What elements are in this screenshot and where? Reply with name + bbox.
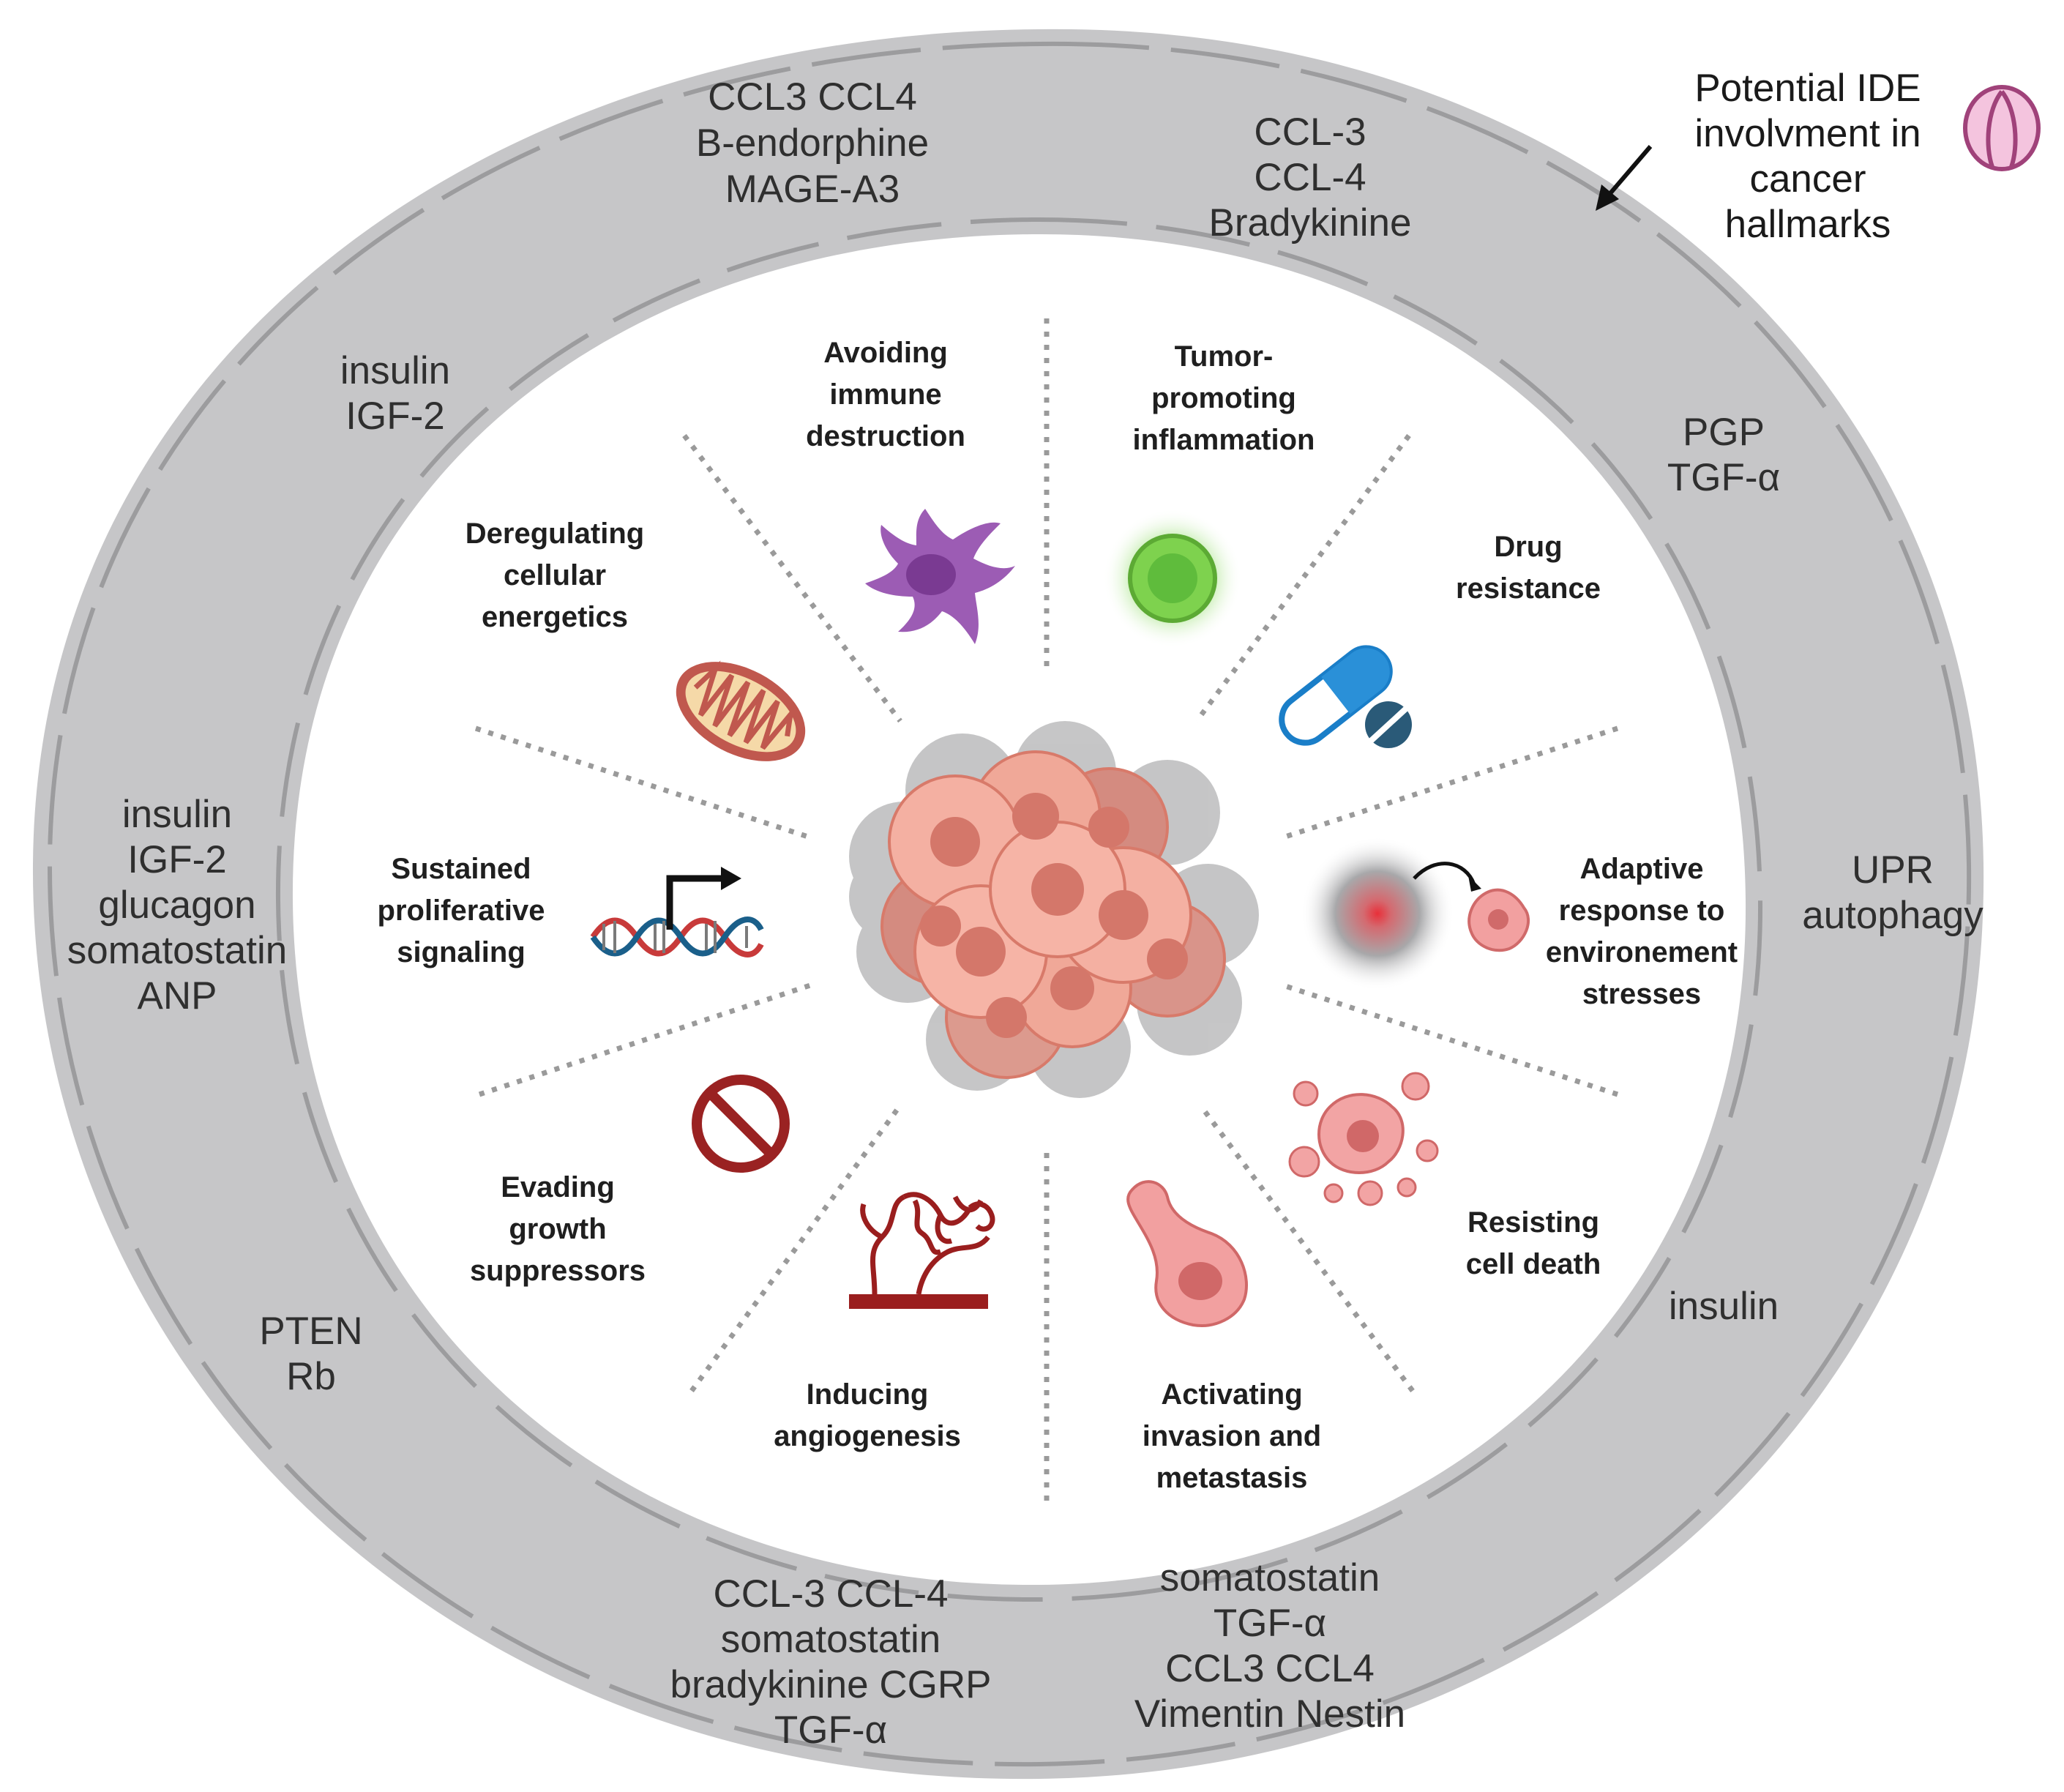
hallmark-resisting-death: Resisting cell death: [1466, 1206, 1601, 1280]
tumor-cluster-icon: [849, 721, 1259, 1098]
immune-cell-icon: [865, 509, 1015, 644]
svg-text:UPR: UPR: [1852, 848, 1934, 892]
svg-text:signaling: signaling: [397, 936, 526, 968]
ring-inner-line: [275, 217, 1763, 1602]
ide-protein-icon: [1963, 85, 2041, 171]
svg-text:inflammation: inflammation: [1133, 424, 1315, 456]
ring-group-lower-left: PTEN Rb: [259, 1310, 362, 1398]
svg-text:involvment in: involvment in: [1694, 112, 1921, 155]
hallmark-adaptive-response: Adaptive response to environement stress…: [1546, 853, 1738, 1010]
hallmark-tumor-inflammation: Tumor- promoting inflammation: [1133, 340, 1315, 456]
svg-text:CCL-3: CCL-3: [1254, 111, 1366, 154]
hallmark-activating-invasion: Activating invasion and metastasis: [1143, 1378, 1322, 1494]
ring-group-bottom-left: CCL-3 CCL-4 somatostatin bradykinine CGR…: [670, 1572, 992, 1752]
hallmark-inducing-angiogenesis: Inducing angiogenesis: [774, 1378, 961, 1452]
ring-group-top-right: CCL-3 CCL-4 Bradykinine: [1209, 111, 1412, 244]
svg-text:Rb: Rb: [286, 1355, 336, 1398]
svg-text:TGF-α: TGF-α: [1214, 1602, 1326, 1645]
svg-text:Avoiding: Avoiding: [823, 337, 948, 369]
svg-text:metastasis: metastasis: [1156, 1462, 1308, 1494]
legend: Potential IDE involvment in cancer hallm…: [1596, 67, 2041, 246]
svg-text:Deregulating: Deregulating: [465, 518, 644, 550]
svg-text:IGF-2: IGF-2: [345, 395, 444, 438]
svg-text:growth: growth: [509, 1213, 606, 1245]
mitochondrion-icon: [676, 660, 806, 761]
svg-text:PTEN: PTEN: [259, 1310, 362, 1353]
svg-text:cancer: cancer: [1749, 157, 1866, 201]
svg-text:IGF-2: IGF-2: [127, 838, 226, 881]
svg-text:invasion and: invasion and: [1143, 1420, 1322, 1452]
svg-text:immune: immune: [829, 378, 941, 411]
ring-outer-line: [47, 41, 1972, 1767]
ring-group-upper-right: PGP TGF-α: [1667, 411, 1780, 499]
svg-text:insulin: insulin: [1669, 1285, 1779, 1328]
svg-text:resistance: resistance: [1456, 572, 1601, 605]
ring-group-bottom-right: somatostatin TGF-α CCL3 CCL4 Vimentin Ne…: [1134, 1556, 1405, 1736]
svg-text:Sustained: Sustained: [391, 853, 531, 885]
ring-group-left: insulin IGF-2 glucagon somatostatin ANP: [67, 793, 287, 1018]
hallmark-deregulating-energetics: Deregulating cellular energetics: [465, 518, 644, 633]
svg-text:CCL-3 CCL-4: CCL-3 CCL-4: [713, 1572, 948, 1616]
svg-text:Drug: Drug: [1494, 531, 1562, 563]
svg-text:suppressors: suppressors: [470, 1255, 646, 1287]
svg-text:hallmarks: hallmarks: [1725, 203, 1891, 246]
arrow-icon: [1596, 145, 1653, 211]
inflammatory-cell-icon: [1103, 509, 1242, 648]
svg-text:Activating: Activating: [1161, 1378, 1302, 1411]
svg-text:MAGE-A3: MAGE-A3: [725, 168, 900, 211]
svg-text:Inducing: Inducing: [807, 1378, 929, 1411]
svg-text:autophagy: autophagy: [1802, 894, 1983, 937]
svg-text:PGP: PGP: [1683, 411, 1765, 454]
svg-text:Potential IDE: Potential IDE: [1694, 67, 1921, 110]
ring-group-right: UPR autophagy: [1802, 848, 1983, 937]
svg-text:Resisting: Resisting: [1467, 1206, 1599, 1239]
svg-text:destruction: destruction: [806, 420, 965, 452]
svg-text:somatostatin: somatostatin: [67, 929, 287, 972]
pill-capsule-icon: [1279, 645, 1412, 748]
svg-text:CCL-4: CCL-4: [1254, 156, 1366, 199]
svg-text:environement: environement: [1546, 936, 1738, 968]
svg-text:stresses: stresses: [1582, 978, 1701, 1010]
svg-text:somatostatin: somatostatin: [1160, 1556, 1380, 1599]
svg-text:Bradykinine: Bradykinine: [1209, 201, 1412, 244]
svg-text:Evading: Evading: [501, 1171, 615, 1203]
migrating-cell-icon: [1126, 1180, 1248, 1327]
svg-text:cellular: cellular: [504, 559, 606, 591]
apoptotic-cell-icon: [1288, 1072, 1439, 1206]
prohibition-icon: [692, 1075, 790, 1173]
hallmark-drug-resistance: Drug resistance: [1456, 531, 1601, 605]
hallmark-avoiding-immune: Avoiding immune destruction: [806, 337, 965, 452]
svg-text:CCL3 CCL4: CCL3 CCL4: [708, 75, 917, 119]
svg-text:TGF-α: TGF-α: [774, 1709, 887, 1752]
svg-text:glucagon: glucagon: [98, 884, 255, 927]
svg-text:energetics: energetics: [482, 601, 628, 633]
svg-text:proliferative: proliferative: [378, 895, 545, 927]
svg-text:bradykinine CGRP: bradykinine CGRP: [670, 1663, 992, 1706]
svg-text:Adaptive: Adaptive: [1580, 853, 1704, 885]
svg-text:B-endorphine: B-endorphine: [696, 122, 929, 165]
stress-gradient-icon: [1301, 837, 1530, 990]
dna-transcription-icon: [590, 867, 764, 957]
ring-group-lower-right: insulin: [1669, 1285, 1779, 1328]
svg-text:CCL3 CCL4: CCL3 CCL4: [1165, 1647, 1375, 1690]
hallmark-evading-suppressors: Evading growth suppressors: [470, 1171, 646, 1287]
svg-text:Vimentin Nestin: Vimentin Nestin: [1134, 1692, 1405, 1736]
svg-text:promoting: promoting: [1151, 382, 1296, 414]
ring-group-top-left: CCL3 CCL4 B-endorphine MAGE-A3: [696, 75, 929, 211]
hallmark-sustained-signaling: Sustained proliferative signaling: [378, 853, 545, 968]
svg-text:cell death: cell death: [1466, 1248, 1601, 1280]
svg-text:insulin: insulin: [122, 793, 232, 836]
svg-text:Tumor-: Tumor-: [1175, 340, 1274, 373]
blood-vessel-icon: [849, 1192, 995, 1309]
svg-text:somatostatin: somatostatin: [721, 1618, 941, 1661]
ring-group-upper-left: insulin IGF-2: [340, 349, 450, 438]
svg-text:ANP: ANP: [138, 974, 217, 1018]
svg-text:angiogenesis: angiogenesis: [774, 1420, 961, 1452]
svg-text:response to: response to: [1559, 895, 1725, 927]
separators: [474, 318, 1619, 1508]
svg-text:TGF-α: TGF-α: [1667, 456, 1780, 499]
svg-text:insulin: insulin: [340, 349, 450, 392]
